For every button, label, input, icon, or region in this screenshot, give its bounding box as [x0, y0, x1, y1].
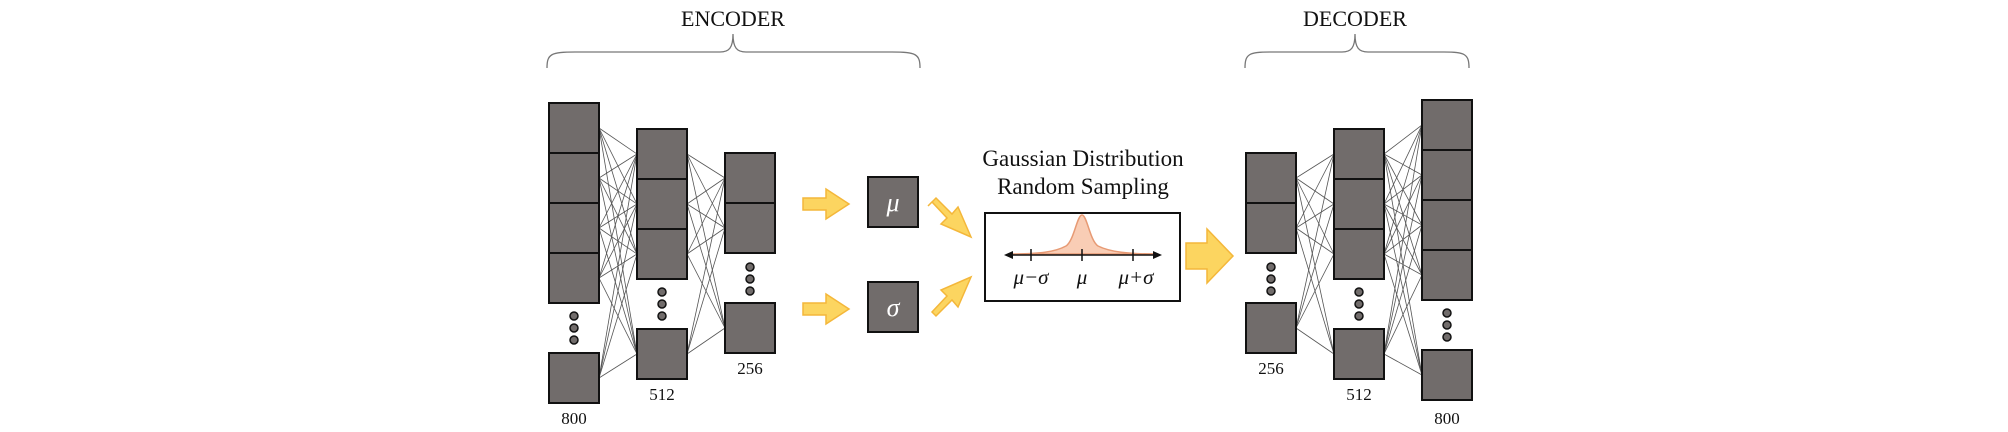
decoder-layer-size-3: 800	[1434, 409, 1460, 428]
arrow-right-icon	[802, 187, 851, 221]
ellipsis-dots	[569, 311, 579, 345]
encoder-layer-512	[636, 128, 688, 380]
sampling-title-line1: Gaussian Distribution	[982, 146, 1184, 171]
node	[1245, 152, 1297, 204]
encoder-layer-size-3: 256	[737, 359, 763, 378]
encoder-layer-800	[548, 102, 600, 404]
node	[1245, 302, 1297, 354]
arrow-down-right-icon	[927, 196, 973, 239]
arrow-right-icon	[802, 292, 851, 326]
node	[548, 252, 600, 304]
node	[1333, 228, 1385, 280]
node	[1333, 328, 1385, 380]
encoder-layer-256	[724, 152, 776, 354]
axis-label-mu: μ	[1076, 265, 1088, 289]
decoder-title: DECODER	[1303, 6, 1407, 31]
decoder-connections-2	[1383, 124, 1423, 376]
decoder-layer-256	[1245, 152, 1297, 354]
decoder-layer-512	[1333, 128, 1385, 380]
ellipsis-dots	[745, 262, 755, 296]
gaussian-curve-icon	[1007, 214, 1159, 255]
decoder-layer-size-2: 512	[1346, 385, 1372, 404]
encoder-connections-2	[686, 153, 726, 355]
encoder-brace	[546, 33, 921, 69]
node	[1421, 99, 1473, 151]
arrow-right-icon	[1185, 227, 1235, 285]
encoder-title: ENCODER	[681, 6, 785, 31]
ellipsis-dots	[1354, 287, 1364, 321]
ellipsis-dots	[1442, 308, 1452, 342]
node	[548, 202, 600, 254]
sigma-symbol: σ	[887, 293, 901, 322]
node	[548, 152, 600, 204]
node	[1421, 249, 1473, 301]
encoder-layer-size-1: 800	[561, 409, 587, 428]
encoder-layer-size-2: 512	[649, 385, 675, 404]
node	[1245, 202, 1297, 254]
node	[548, 102, 600, 154]
decoder-layer-size-1: 256	[1258, 359, 1284, 378]
node	[1421, 349, 1473, 401]
node	[548, 352, 600, 404]
node	[724, 302, 776, 354]
node	[636, 328, 688, 380]
node	[1421, 149, 1473, 201]
mu-node	[867, 176, 919, 228]
mu-symbol: μ	[885, 188, 899, 217]
node	[636, 128, 688, 180]
node	[724, 152, 776, 204]
node	[1333, 178, 1385, 230]
ellipsis-dots	[1266, 262, 1276, 296]
sampling-title-line2: Random Sampling	[997, 174, 1169, 199]
encoder-connections-1	[598, 127, 638, 379]
node	[636, 178, 688, 230]
sigma-node	[867, 281, 919, 333]
axis-label-mu-plus-sigma: μ+σ	[1117, 265, 1155, 289]
node	[636, 228, 688, 280]
axis	[1004, 249, 1162, 261]
axis-label-mu-minus-sigma: μ−σ	[1012, 265, 1050, 289]
arrow-up-right-icon	[930, 275, 973, 318]
decoder-brace	[1244, 33, 1470, 69]
node	[1333, 128, 1385, 180]
ellipsis-dots	[657, 287, 667, 321]
decoder-layer-800	[1421, 99, 1473, 401]
node	[724, 202, 776, 254]
node	[1421, 199, 1473, 251]
decoder-connections-1	[1295, 153, 1335, 355]
